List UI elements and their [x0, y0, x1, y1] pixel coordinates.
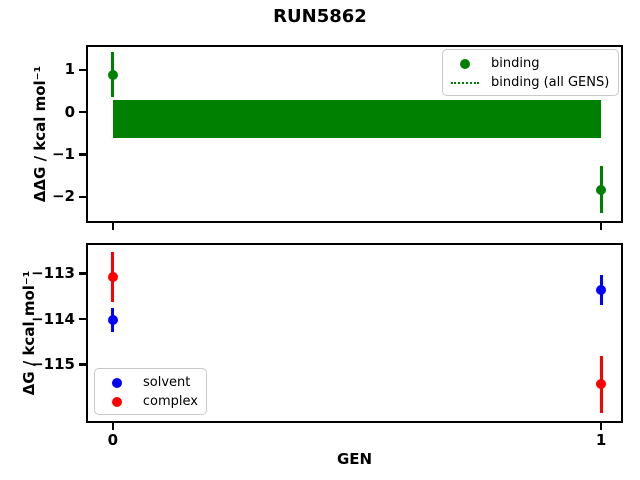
y-tick-mark [79, 68, 86, 72]
y-tick-mark [79, 110, 86, 114]
ddg-axes [86, 45, 623, 223]
data-point-solvent-gen1 [596, 285, 607, 296]
figure-title: RUN5862 [273, 6, 367, 27]
x-tick-mark [599, 423, 603, 430]
data-point-complex-gen1 [596, 379, 607, 390]
y-tick-label: −114 [31, 309, 75, 328]
y-tick-label: −1 [51, 145, 75, 163]
dg-axes [86, 243, 623, 423]
data-point-solvent-gen0 [107, 315, 118, 325]
binding-dot-icon [460, 58, 470, 69]
legend-label: binding (all GENS) [491, 75, 610, 90]
legend-item-complex: complex [95, 392, 206, 411]
legend-item-solvent: solvent [95, 373, 206, 392]
data-point-binding-gen1 [596, 184, 607, 195]
x-tick-mark [111, 223, 115, 230]
solvent-complex-legend: solvent complex [94, 368, 207, 415]
ddg-y-axis-label-text: ΔΔG / kcal mol⁻¹ [31, 65, 49, 203]
legend-item-binding: binding [443, 54, 618, 73]
y-tick-label: −2 [51, 187, 75, 206]
y-tick-label: −115 [31, 355, 75, 374]
y-tick-label: −113 [31, 264, 75, 283]
y-tick-mark [79, 317, 86, 321]
x-tick-mark [599, 223, 603, 230]
x-tick-label: 0 [107, 431, 119, 449]
legend-label: solvent [143, 375, 191, 390]
legend-marker [451, 58, 479, 69]
y-tick-label: 0 [64, 102, 75, 121]
dg-y-axis-label-text: ΔG / kcal mol⁻¹ [20, 270, 38, 396]
y-tick-mark [79, 153, 86, 156]
x-axis-label: GEN [336, 450, 373, 468]
y-tick-label: 1 [64, 60, 75, 79]
binding-legend: binding binding (all GENS) [442, 49, 619, 96]
legend-item-binding-all-gens: binding (all GENS) [443, 73, 618, 92]
data-point-binding-gen0 [107, 69, 118, 80]
x-tick-mark [111, 423, 115, 430]
legend-label: complex [142, 394, 198, 409]
legend-marker [103, 377, 131, 388]
legend-marker [103, 396, 131, 407]
y-tick-mark [79, 363, 86, 366]
legend-label: binding [491, 56, 540, 71]
y-tick-mark [79, 272, 86, 275]
x-tick-label: 1 [595, 431, 607, 449]
data-point-complex-gen0 [107, 271, 118, 282]
solvent-dot-icon [112, 377, 122, 388]
y-tick-mark [79, 195, 86, 199]
dotted-line-icon [451, 81, 479, 84]
complex-dot-icon [111, 396, 122, 407]
all-gens-dotted-line [112, 117, 602, 120]
